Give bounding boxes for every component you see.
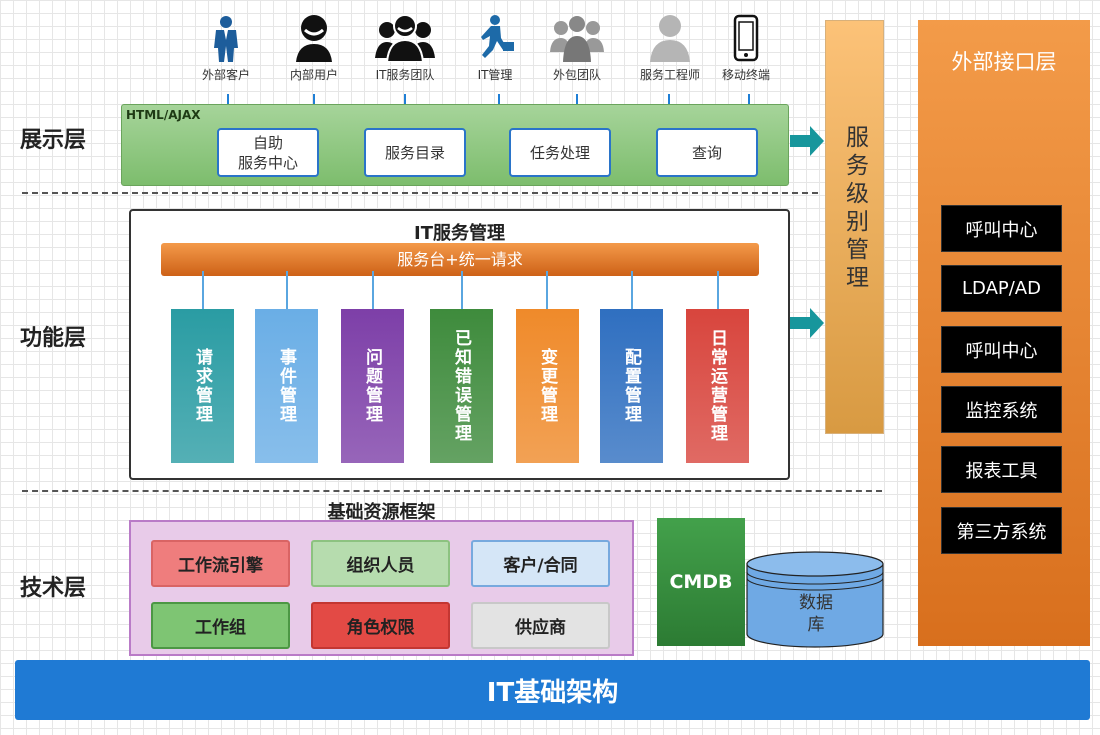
- user-label: 外包团队: [552, 68, 601, 82]
- connector-line: [202, 271, 204, 309]
- external-interface-layer: 外部接口层 呼叫中心 LDAP/AD 呼叫中心 监控系统 报表工具 第三方系统: [918, 20, 1090, 646]
- resource-workflow-engine[interactable]: 工作流引擎: [151, 540, 290, 587]
- task-processing-box[interactable]: 任务处理: [509, 128, 611, 177]
- presentation-tag: HTML/AJAX: [126, 108, 201, 122]
- user-label: 外部客户: [201, 68, 250, 82]
- external-reporting-tool[interactable]: 报表工具: [941, 446, 1062, 493]
- database-icon[interactable]: [745, 550, 885, 650]
- user-label: 移动终端: [721, 68, 770, 82]
- service-desk-bar[interactable]: 服务台+统一请求: [161, 243, 759, 276]
- user-outsourcing-team: 外包团队: [532, 14, 622, 83]
- external-interface-title: 外部接口层: [951, 50, 1057, 74]
- group-icon: [550, 16, 604, 62]
- resource-role-permission[interactable]: 角色权限: [311, 602, 450, 649]
- connector-line: [631, 271, 633, 309]
- user-label: 内部用户: [289, 68, 338, 82]
- module-daily-operations-management[interactable]: 日常运营管理: [686, 309, 749, 463]
- resource-framework-frame: 工作流引擎 组织人员 客户/合同 工作组 角色权限 供应商: [129, 520, 634, 656]
- user-label: IT管理: [477, 68, 513, 82]
- service-level-management-label: 服务级别管理: [841, 125, 868, 293]
- it-service-management-frame: IT服务管理 服务台+统一请求 请求管理 事件管理 问题管理 已知错误管理 变更…: [129, 209, 790, 480]
- external-ldap-ad[interactable]: LDAP/AD: [941, 265, 1062, 312]
- user-it-management: IT管理: [450, 14, 540, 83]
- resource-organization-staff[interactable]: 组织人员: [311, 540, 450, 587]
- resource-work-group[interactable]: 工作组: [151, 602, 290, 649]
- connector-line: [461, 271, 463, 309]
- service-level-management-column[interactable]: 服务级别管理: [825, 20, 884, 434]
- user-icon: [296, 15, 332, 62]
- mobile-icon: [733, 14, 759, 62]
- module-problem-management[interactable]: 问题管理: [341, 309, 404, 463]
- separator-line: [22, 490, 882, 492]
- resource-customer-contract[interactable]: 客户/合同: [471, 540, 610, 587]
- separator-line: [22, 192, 818, 194]
- module-known-error-management[interactable]: 已知错误管理: [430, 309, 493, 463]
- teal-right-arrow-icon: [790, 126, 824, 156]
- external-monitoring-system[interactable]: 监控系统: [941, 386, 1062, 433]
- connector-line: [372, 271, 374, 309]
- self-service-center-box[interactable]: 自助 服务中心: [217, 128, 319, 177]
- layer-label-technology: 技术层: [20, 576, 87, 601]
- resource-framework-title: 基础资源框架: [327, 502, 436, 523]
- database-label: 数据 库: [799, 593, 833, 635]
- external-third-party-system[interactable]: 第三方系统: [941, 507, 1062, 554]
- it-infrastructure-bar[interactable]: IT基础架构: [15, 660, 1090, 720]
- module-configuration-management[interactable]: 配置管理: [600, 309, 663, 463]
- query-box[interactable]: 查询: [656, 128, 758, 177]
- user-external-customer: 外部客户: [181, 14, 271, 83]
- team-icon: [375, 14, 435, 62]
- connector-line: [717, 271, 719, 309]
- teal-right-arrow-icon: [790, 308, 824, 338]
- runner-icon: [481, 15, 514, 58]
- user-internal: 内部用户: [269, 14, 359, 83]
- connector-line: [546, 271, 548, 309]
- layer-label-function: 功能层: [20, 326, 87, 351]
- cmdb-block[interactable]: CMDB: [657, 518, 745, 646]
- external-call-center[interactable]: 呼叫中心: [941, 205, 1062, 252]
- connector-line: [286, 271, 288, 309]
- service-catalog-box[interactable]: 服务目录: [364, 128, 466, 177]
- itsm-title: IT服务管理: [414, 223, 505, 244]
- external-call-center-2[interactable]: 呼叫中心: [941, 326, 1062, 373]
- user-label: 服务工程师: [639, 68, 700, 82]
- user-label: IT服务团队: [375, 68, 435, 82]
- resource-supplier[interactable]: 供应商: [471, 602, 610, 649]
- user-it-service-team: IT服务团队: [360, 14, 450, 83]
- module-change-management[interactable]: 变更管理: [516, 309, 579, 463]
- module-request-management[interactable]: 请求管理: [171, 309, 234, 463]
- presentation-band: HTML/AJAX 自助 服务中心 服务目录 任务处理 查询: [121, 104, 789, 186]
- engineer-icon: [650, 15, 690, 62]
- layer-label-presentation: 展示层: [20, 128, 87, 153]
- user-mobile-terminal: 移动终端: [701, 14, 791, 83]
- module-incident-management[interactable]: 事件管理: [255, 309, 318, 463]
- user-service-engineer: 服务工程师: [625, 14, 715, 83]
- customer-icon: [214, 16, 238, 62]
